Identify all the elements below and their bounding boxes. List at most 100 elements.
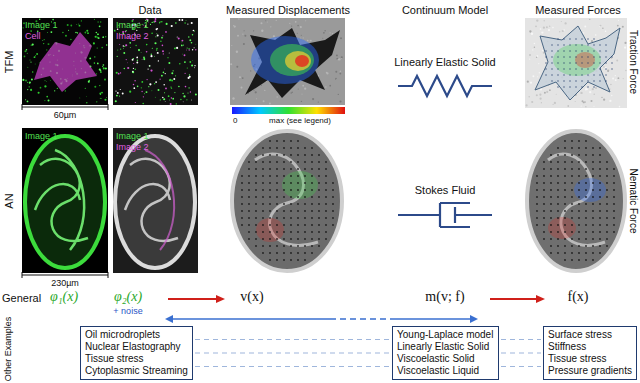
speckle xyxy=(325,86,326,87)
mesh-dot xyxy=(248,196,250,198)
mesh-dot xyxy=(551,80,552,81)
mesh-dot xyxy=(262,175,264,177)
speckle xyxy=(242,34,243,35)
mesh-dot xyxy=(564,189,566,191)
mesh-dot xyxy=(564,252,566,254)
mesh-dot xyxy=(599,231,601,233)
mesh-dot xyxy=(276,238,278,240)
speckle xyxy=(339,100,341,102)
speckle xyxy=(135,68,137,70)
speckle xyxy=(236,51,238,53)
mesh-dot xyxy=(571,147,573,149)
mesh-dot xyxy=(318,210,320,212)
mesh-dot xyxy=(551,68,552,69)
mesh-dot xyxy=(585,147,587,149)
speckle xyxy=(159,79,160,80)
mesh-dot xyxy=(283,238,285,240)
mesh-dot xyxy=(557,74,558,75)
speckle xyxy=(586,88,588,90)
mesh-dot xyxy=(585,168,587,170)
mesh-dot xyxy=(262,168,264,170)
speckle xyxy=(534,43,536,45)
mesh-dot xyxy=(581,74,582,75)
speckle xyxy=(326,72,328,74)
mesh-dot xyxy=(290,245,292,247)
mesh-dot xyxy=(276,245,278,247)
mesh-dot xyxy=(255,231,257,233)
mesh-dot xyxy=(585,252,587,254)
speckle xyxy=(104,99,106,101)
example-item: Surface stress xyxy=(548,329,632,341)
mesh-dot xyxy=(311,217,313,219)
speckle xyxy=(99,97,101,99)
mesh-dot xyxy=(290,224,292,226)
speckle xyxy=(160,99,161,100)
speckle xyxy=(133,68,134,69)
speckle xyxy=(146,51,148,53)
mesh-dot xyxy=(248,182,250,184)
mesh-dot xyxy=(599,74,600,75)
mesh-dot xyxy=(569,86,570,87)
speckle xyxy=(186,99,187,100)
mesh-dot xyxy=(262,231,264,233)
speckle xyxy=(135,102,136,103)
mesh-dot xyxy=(564,147,566,149)
mesh-dot xyxy=(276,182,278,184)
model-name: Linearly Elastic Solid xyxy=(394,56,496,69)
mesh-dot xyxy=(332,210,334,212)
mesh-dot xyxy=(585,154,587,156)
mesh-dot xyxy=(578,175,580,177)
mesh-dot xyxy=(557,175,559,177)
mesh-dot xyxy=(611,68,612,69)
mesh-dot xyxy=(325,175,327,177)
speckle xyxy=(87,32,89,34)
scale-label: 60µm xyxy=(54,110,77,120)
speckle xyxy=(132,59,134,61)
microscopy-image xyxy=(113,18,198,105)
cell-shape xyxy=(34,32,97,92)
mesh-dot xyxy=(241,203,243,205)
mesh-dot xyxy=(599,189,601,191)
speckle xyxy=(528,96,530,98)
speckle xyxy=(592,88,594,90)
heat-blob xyxy=(575,52,595,68)
speckle xyxy=(194,47,195,48)
speckle xyxy=(163,53,164,54)
mesh-dot xyxy=(325,161,327,163)
mesh-dot xyxy=(593,74,594,75)
example-item: Pressure gradients xyxy=(548,365,632,377)
speckle xyxy=(536,57,537,58)
speckle xyxy=(617,25,619,27)
speckle xyxy=(164,68,166,70)
mesh-dot xyxy=(297,154,299,156)
mesh-dot xyxy=(578,182,580,184)
arrow-head xyxy=(165,315,173,323)
speckle xyxy=(187,24,188,25)
mesh-dot xyxy=(332,224,334,226)
mesh-dot xyxy=(276,161,278,163)
mesh-dot xyxy=(571,259,573,261)
speckle xyxy=(191,64,193,66)
heat-blob xyxy=(270,44,314,76)
mesh-dot xyxy=(262,189,264,191)
heat-blob xyxy=(285,51,311,71)
mesh-dot xyxy=(262,147,264,149)
mesh-dot xyxy=(578,140,580,142)
mesh-dot xyxy=(290,168,292,170)
speckle xyxy=(43,43,44,44)
mesh-dot xyxy=(269,161,271,163)
mesh-dot xyxy=(269,231,271,233)
speckle xyxy=(123,45,124,46)
speckle xyxy=(119,96,120,97)
mesh-dot xyxy=(578,196,580,198)
speckle xyxy=(610,84,612,86)
speckle xyxy=(48,100,50,102)
mesh-dot xyxy=(248,203,250,205)
speckle xyxy=(137,85,139,87)
speckle xyxy=(77,32,78,33)
mesh-dot xyxy=(262,203,264,205)
speckle xyxy=(335,71,337,73)
speckle xyxy=(162,50,164,52)
speckle xyxy=(184,61,186,63)
mesh-dot xyxy=(581,68,582,69)
